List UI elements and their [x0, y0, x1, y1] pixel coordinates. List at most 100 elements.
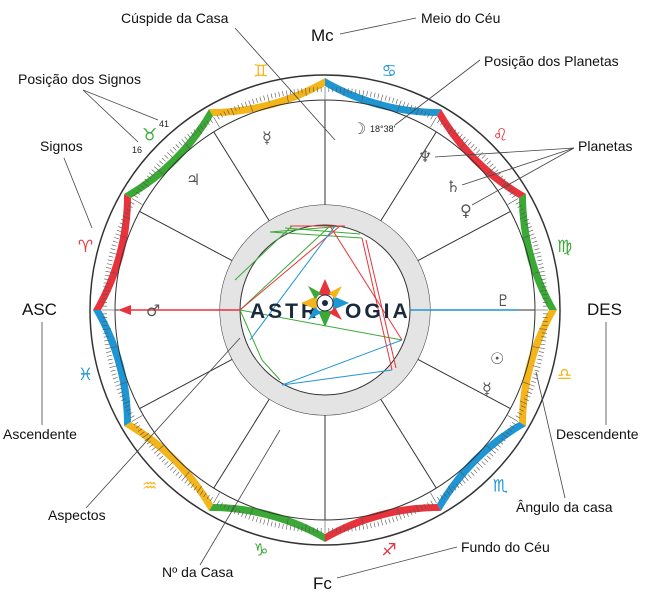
- degree-tick: [169, 466, 174, 471]
- house-cusp-line: [380, 131, 437, 222]
- degree-tick: [489, 452, 494, 457]
- degree-tick: [486, 445, 497, 454]
- degree-tick: [118, 391, 123, 394]
- degree-tick: [347, 526, 349, 532]
- degree-tick: [476, 466, 481, 471]
- degree-tick: [409, 510, 413, 516]
- callout-meio-do-ceu: Meio do Céu: [421, 10, 500, 26]
- degree-tick: [133, 422, 139, 426]
- brand-right: OGIA: [345, 300, 411, 323]
- saturn-icon: ♄: [446, 177, 460, 196]
- taurus-icon: ♉: [142, 126, 157, 146]
- degree-tick: [536, 255, 542, 258]
- degree-tick: [458, 481, 463, 486]
- degree-tick: [115, 233, 127, 239]
- degree-tick: [540, 343, 546, 346]
- degree-tick: [196, 485, 202, 493]
- degree-tick: [172, 146, 177, 151]
- degree-tick: [122, 215, 131, 220]
- degree-tick: [501, 178, 506, 183]
- mercury-icon: ☿: [262, 128, 272, 147]
- degree-tick: [114, 380, 119, 383]
- degree-tick: [351, 526, 353, 532]
- degree-tick: [111, 373, 117, 376]
- leader-line: [394, 59, 481, 126]
- degree-tick: [496, 172, 501, 177]
- degree-tick: [461, 136, 466, 141]
- degree-tick: [395, 99, 398, 104]
- degree-tick: [200, 124, 204, 130]
- degree-tick: [213, 116, 220, 128]
- neptune-icon: ♆: [418, 147, 432, 166]
- degree-tick: [255, 517, 258, 523]
- degree-tick: [126, 208, 131, 212]
- degree-tick: [427, 112, 430, 118]
- sagittarius-icon: ♐: [382, 541, 397, 561]
- degree-tick: [533, 244, 539, 247]
- degree-tick: [515, 201, 521, 205]
- degree-tick: [244, 513, 248, 519]
- degree-tick: [278, 523, 280, 529]
- degree-tick: [266, 94, 270, 103]
- degree-tick: [121, 398, 126, 401]
- degree-tick: [187, 134, 192, 139]
- degree-tick: [470, 471, 475, 476]
- degree-tick: [301, 526, 303, 532]
- degree-tick: [146, 175, 152, 180]
- degree-tick: [430, 114, 434, 120]
- callout-leader-lines: [41, 17, 607, 579]
- degree-tick: [486, 455, 491, 460]
- degree-tick: [102, 328, 111, 330]
- degree-tick: [282, 523, 284, 529]
- degree-tick: [392, 97, 395, 103]
- degree-tick: [164, 154, 169, 159]
- degree-tick: [476, 461, 483, 468]
- degree-tick: [446, 124, 450, 130]
- degree-tick: [532, 270, 545, 274]
- degree-tick: [109, 365, 118, 369]
- degree-tick: [220, 112, 223, 118]
- degree-tick: [193, 129, 198, 134]
- degree-tick: [532, 365, 541, 369]
- degree-tick: [473, 469, 478, 474]
- degree-tick: [305, 87, 307, 96]
- degree-tick: [223, 504, 227, 509]
- degree-tick: [538, 351, 544, 353]
- degree-tick: [484, 458, 489, 463]
- degree-tick: [509, 425, 515, 429]
- degree-tick: [124, 405, 130, 409]
- sign-band-segment: [437, 422, 526, 511]
- degree-tick: [539, 290, 548, 292]
- degree-tick: [406, 103, 409, 108]
- degree-tick: [106, 355, 112, 357]
- degree-tick: [135, 425, 141, 429]
- degree-tick: [532, 240, 538, 243]
- cancer-icon: ♋: [382, 61, 397, 81]
- degree-tick: [481, 154, 486, 159]
- degree-tick: [103, 332, 109, 334]
- aspect-line: [239, 309, 263, 361]
- astrologia-logo: ASTR OGIA: [250, 279, 411, 327]
- degree-tick: [473, 146, 478, 151]
- degree-tick: [539, 328, 548, 330]
- degree-tick: [420, 505, 424, 511]
- degree-tick: [241, 512, 244, 517]
- degree-tick: [517, 412, 523, 415]
- degree-tick: [541, 336, 547, 338]
- degree-tick: [531, 237, 536, 240]
- callout-posicao-dos-signos: Posição dos Signos: [18, 71, 141, 87]
- degree-tick: [146, 440, 152, 445]
- degree-tick: [107, 259, 113, 262]
- degree-tick: [541, 282, 547, 284]
- degree-tick: [509, 191, 515, 195]
- degree-tick: [455, 131, 460, 137]
- degree-tick: [520, 211, 526, 215]
- moon-degree: 18°38': [370, 124, 396, 134]
- degree-tick: [534, 248, 540, 251]
- degree-tick: [481, 461, 486, 466]
- degree-tick: [373, 522, 376, 528]
- degree-tick: [517, 205, 523, 208]
- aspect-line: [239, 309, 403, 341]
- callout-signos: Signos: [40, 138, 83, 154]
